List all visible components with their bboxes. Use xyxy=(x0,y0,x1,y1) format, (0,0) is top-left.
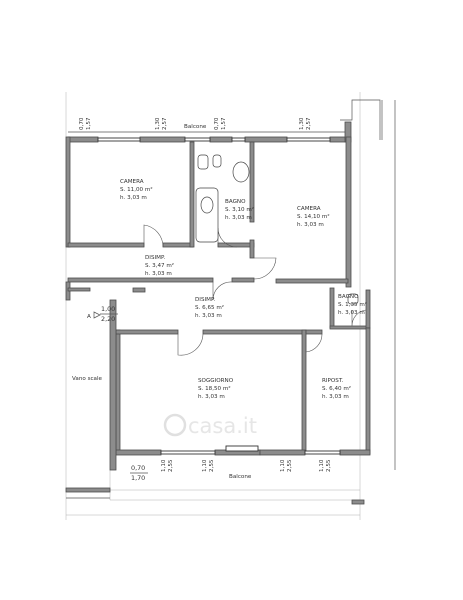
toilet-small xyxy=(347,293,359,305)
svg-text:0,70: 0,70 xyxy=(131,464,145,472)
svg-text:S. 14,10 m²: S. 14,10 m² xyxy=(297,213,330,220)
area-labels: Balcone Balcone Vano scale xyxy=(72,124,252,480)
svg-text:1,30: 1,30 xyxy=(299,117,305,130)
room-bagno: BAGNO S. 3,10 m² h. 3,03 m xyxy=(225,199,254,221)
marker-a-label: A xyxy=(87,314,91,320)
svg-text:BAGNO: BAGNO xyxy=(338,294,359,300)
bathtub xyxy=(195,187,219,243)
svg-text:h. 3,03 m: h. 3,03 m xyxy=(120,195,147,201)
svg-text:2,57: 2,57 xyxy=(162,117,168,130)
guide-lines xyxy=(65,92,396,520)
window-top-3 xyxy=(231,137,246,142)
window-dims-bottom: 1,10 2,55 1,10 2,55 1,10 2,55 1,10 2,55 xyxy=(161,459,332,472)
door-soggiorno xyxy=(177,333,204,356)
svg-text:h. 3,03 m: h. 3,03 m xyxy=(225,215,252,221)
fixtures xyxy=(195,154,359,305)
room-camera-left: CAMERA S. 11,00 m² h. 3,03 m xyxy=(120,179,153,201)
toilet xyxy=(197,154,209,170)
svg-text:CAMERA: CAMERA xyxy=(120,179,144,185)
svg-text:h. 3,03 m: h. 3,03 m xyxy=(338,310,365,316)
side-dims: A 1,00 2,20 0,70 1,70 xyxy=(87,305,148,482)
window-top-1 xyxy=(97,137,141,142)
room-labels: CAMERA S. 11,00 m² h. 3,03 m BAGNO S. 3,… xyxy=(120,179,367,400)
svg-text:2,20: 2,20 xyxy=(101,315,115,323)
room-ripost: RIPOST. S. 6,40 m² h. 3,03 m xyxy=(322,378,351,400)
svg-text:1,10: 1,10 xyxy=(280,459,286,472)
bidet xyxy=(212,154,222,168)
sink xyxy=(232,161,250,183)
svg-text:1,30: 1,30 xyxy=(155,117,161,130)
svg-text:2,55: 2,55 xyxy=(326,459,332,472)
svg-text:S. 18,50 m²: S. 18,50 m² xyxy=(198,385,231,392)
room-camera-right: CAMERA S. 14,10 m² h. 3,03 m xyxy=(297,206,330,228)
svg-text:h. 3,03 m: h. 3,03 m xyxy=(198,394,225,400)
room-disimp-lower: DISIMP. S. 6,65 m² h. 3,03 m xyxy=(195,297,224,319)
svg-text:S. 3,10 m²: S. 3,10 m² xyxy=(225,206,254,213)
door-disimp xyxy=(212,281,233,301)
balcone-bottom-label: Balcone xyxy=(229,474,252,480)
svg-text:2,55: 2,55 xyxy=(287,459,293,472)
door-bagno-small xyxy=(351,309,367,327)
window-top-2 xyxy=(184,137,211,142)
svg-text:h. 3,03 m: h. 3,03 m xyxy=(145,271,172,277)
svg-text:BAGNO: BAGNO xyxy=(225,199,246,205)
svg-text:1,57: 1,57 xyxy=(221,117,227,130)
door-camera-right xyxy=(253,257,277,280)
svg-text:1,10: 1,10 xyxy=(161,459,167,472)
svg-text:0,70: 0,70 xyxy=(79,117,85,130)
room-soggiorno: SOGGIORNO S. 18,50 m² h. 3,03 m xyxy=(198,378,234,400)
svg-text:SOGGIORNO: SOGGIORNO xyxy=(198,378,234,384)
svg-text:DISIMP.: DISIMP. xyxy=(145,255,165,261)
svg-text:S. 1,35 m²: S. 1,35 m² xyxy=(338,301,367,308)
watermark-text: casa.it xyxy=(188,414,257,438)
room-bagno-small: BAGNO S. 1,35 m² h. 3,03 m xyxy=(338,294,367,316)
radiator xyxy=(225,445,259,452)
svg-text:S. 6,65 m²: S. 6,65 m² xyxy=(195,304,224,311)
svg-text:S. 11,00 m²: S. 11,00 m² xyxy=(120,186,153,193)
svg-text:2,55: 2,55 xyxy=(209,459,215,472)
svg-text:1,10: 1,10 xyxy=(202,459,208,472)
svg-text:1,70: 1,70 xyxy=(131,474,145,482)
window-dims-top: 0,70 1,57 1,30 2,57 0,70 1,57 1,30 2,57 xyxy=(79,117,312,130)
svg-text:h. 3,03 m: h. 3,03 m xyxy=(322,394,349,400)
svg-text:DISIMP.: DISIMP. xyxy=(195,297,215,303)
svg-text:RIPOST.: RIPOST. xyxy=(322,378,344,384)
room-disimp-upper: DISIMP. S. 3,47 m² h. 3,03 m xyxy=(145,255,174,277)
svg-text:S. 6,40 m²: S. 6,40 m² xyxy=(322,385,351,392)
balcone-top-label: Balcone xyxy=(184,124,207,130)
vano-scale-label: Vano scale xyxy=(72,376,103,382)
svg-text:1,57: 1,57 xyxy=(86,117,92,130)
window-top-4 xyxy=(286,137,331,142)
watermark: casa.it xyxy=(163,413,257,438)
marker-a xyxy=(93,311,101,319)
svg-text:0,70: 0,70 xyxy=(214,117,220,130)
svg-text:2,57: 2,57 xyxy=(306,117,312,130)
door-ripost xyxy=(305,333,323,353)
svg-text:h. 3,03 m: h. 3,03 m xyxy=(195,313,222,319)
windows xyxy=(97,137,341,455)
doors xyxy=(143,224,367,356)
svg-text:1,00: 1,00 xyxy=(101,305,115,313)
svg-text:S. 3,47 m²: S. 3,47 m² xyxy=(145,262,174,269)
window-bottom-2 xyxy=(304,450,341,455)
svg-text:h. 3,03 m: h. 3,03 m xyxy=(297,222,324,228)
svg-text:1,10: 1,10 xyxy=(319,459,325,472)
svg-text:2,55: 2,55 xyxy=(168,459,174,472)
balcony-bottom xyxy=(65,487,365,505)
svg-text:CAMERA: CAMERA xyxy=(297,206,321,212)
door-camera-left xyxy=(143,224,164,248)
window-bottom-1 xyxy=(160,450,216,455)
